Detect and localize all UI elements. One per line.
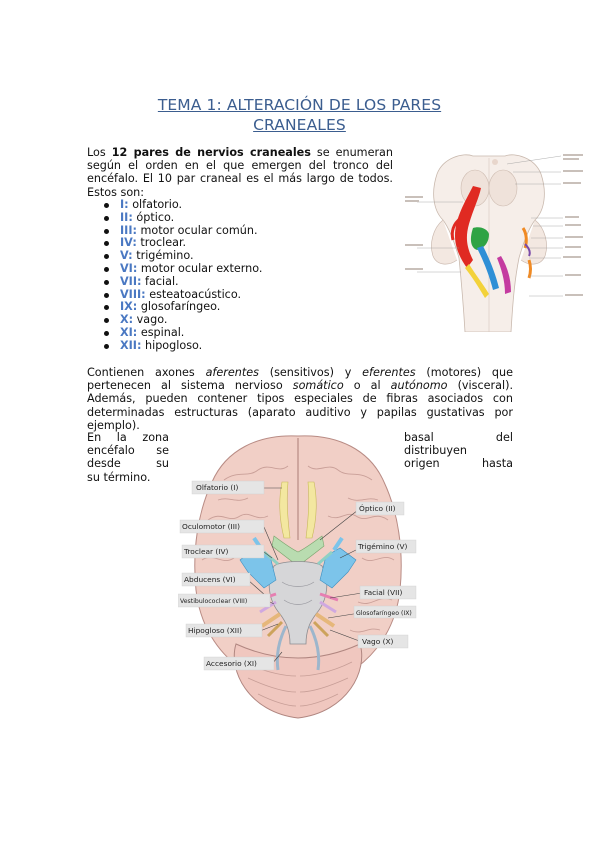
cranial-nerve-list: I: olfatorio. II: óptico. III: motor ocu…	[102, 198, 262, 353]
list-item: V: trigémino.	[102, 249, 262, 263]
label-oculomotor: Oculomotor (III)	[182, 522, 240, 531]
title-line-2: CRANEALES	[253, 116, 346, 134]
intro-paragraph: Los 12 pares de nervios craneales se enu…	[87, 146, 393, 199]
list-item: X: vago.	[102, 313, 262, 327]
brain-base-illustration: Olfatorio (I) Óptico (II) Oculomotor (II…	[178, 435, 417, 719]
title-line-1: TEMA 1: ALTERACIÓN DE LOS PARES	[157, 96, 442, 114]
label-troclear: Troclear (IV)	[183, 547, 229, 556]
label-accesorio: Accesorio (XI)	[206, 659, 257, 668]
paragraph-fibers: Contienen axones aferentes (sensitivos) …	[87, 366, 514, 432]
list-item: IX: glosofaríngeo.	[102, 300, 262, 314]
list-item: I: olfatorio.	[102, 198, 262, 212]
list-item: VIII: esteatoacústico.	[102, 288, 262, 302]
list-item: II: óptico.	[102, 211, 262, 225]
list-item: IV: troclear.	[102, 236, 262, 250]
label-vago: Vago (X)	[362, 637, 394, 646]
label-abducens: Abducens (VI)	[184, 575, 236, 584]
label-olfatorio: Olfatorio (I)	[196, 483, 238, 492]
list-item: III: motor ocular común.	[102, 224, 262, 238]
intro-text-pre: Los	[87, 146, 112, 159]
brainstem-illustration	[403, 148, 585, 332]
list-item: VII: facial.	[102, 275, 262, 289]
label-optico: Óptico (II)	[359, 504, 396, 513]
list-item: XII: hipogloso.	[102, 339, 262, 353]
label-trigemino: Trigémino (V)	[357, 542, 408, 551]
intro-text-post: se enumeran según el orden en el que eme…	[87, 146, 393, 199]
intro-text-bold: 12 pares de nervios craneales	[111, 146, 311, 159]
label-facial: Facial (VII)	[364, 588, 402, 597]
label-glosofaringeo: Glosofaríngeo (IX)	[356, 609, 412, 617]
page-title: TEMA 1: ALTERACIÓN DE LOS PARES CRANEALE…	[90, 95, 509, 135]
list-item: XI: espinal.	[102, 326, 262, 340]
label-hipogloso: Hipogloso (XII)	[188, 626, 242, 635]
label-vestibulococlear: Vestibulococlear (VIII)	[180, 598, 247, 605]
list-item: VI: motor ocular externo.	[102, 262, 262, 276]
